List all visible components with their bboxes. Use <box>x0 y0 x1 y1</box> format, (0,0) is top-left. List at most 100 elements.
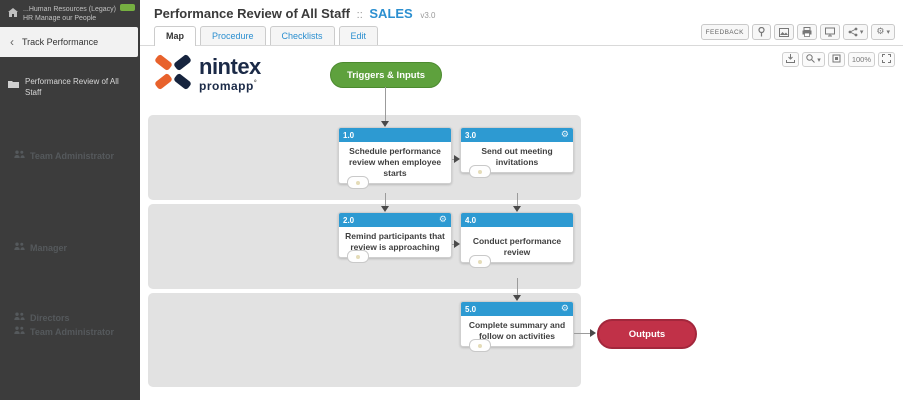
fit-view-button[interactable] <box>827 52 845 67</box>
pin-button[interactable] <box>751 24 771 40</box>
process-title-text: Send out meeting invitations <box>481 146 553 168</box>
fullscreen-button[interactable] <box>878 52 895 67</box>
page-title: Performance Review of All Staff :: SALES… <box>154 6 435 21</box>
settings-button[interactable]: ⚙ ▾ <box>871 24 895 40</box>
connector-1-to-3 <box>452 159 455 160</box>
process-title-text: Conduct performance review <box>472 236 562 258</box>
sidebar-item-performance-review[interactable]: Performance Review of All Staff <box>0 70 140 104</box>
process-number: 5.0 <box>465 304 477 314</box>
process-title: Performance Review of All Staff <box>154 6 351 21</box>
lane-label-1: Team Administrator <box>14 150 114 161</box>
status-badge <box>120 4 135 11</box>
lane-label-2: Manager <box>14 242 67 253</box>
back-chevron-icon: ‹ <box>10 35 14 49</box>
process-title-text: Remind participants that review is appro… <box>345 231 445 253</box>
nintex-x-icon <box>154 53 192 91</box>
header-actions: FEEDBACK ▾ ⚙ ▾ <box>700 24 895 40</box>
magnifier-icon <box>806 54 816 65</box>
process-number: 1.0 <box>343 130 355 140</box>
zoom-mode-button[interactable]: ▾ <box>802 52 825 67</box>
process-box-1[interactable]: 1.0 Schedule performance review when emp… <box>338 127 452 190</box>
gear-icon: ⚙ <box>876 27 885 37</box>
download-icon <box>786 54 796 65</box>
expand-bubble[interactable] <box>347 176 369 190</box>
gear-icon[interactable]: ⚙ <box>438 214 447 225</box>
sidebar-item-track-performance[interactable]: ‹ Track Performance <box>0 27 138 57</box>
logo-sub-wordmark: promapp° <box>199 79 258 93</box>
arrowhead <box>381 121 389 127</box>
fit-view-icon <box>832 54 841 65</box>
connector-3-to-4 <box>517 193 518 206</box>
gear-icon[interactable]: ⚙ <box>560 303 569 314</box>
monitor-button[interactable] <box>819 24 840 40</box>
sidebar-item-label: Track Performance <box>22 37 99 47</box>
expand-bubble[interactable] <box>469 255 491 269</box>
triggers-inputs-node[interactable]: Triggers & Inputs <box>330 62 442 88</box>
tab-map[interactable]: Map <box>154 26 196 46</box>
process-box-3[interactable]: 3.0 ⚙ Send out meeting invitations <box>460 127 574 179</box>
arrowhead <box>454 155 460 163</box>
home-icon <box>8 5 18 24</box>
gear-icon[interactable]: ⚙ <box>560 129 569 140</box>
chevron-down-icon: ▾ <box>817 56 821 64</box>
role-label: Team Administrator <box>30 326 115 337</box>
fullscreen-icon <box>882 54 891 65</box>
role-label: Directors <box>30 312 70 323</box>
sidebar-item-process-group[interactable]: ...Human Resources (Legacy) HR Manage ou… <box>0 0 140 28</box>
feedback-button[interactable]: FEEDBACK <box>700 24 749 40</box>
print-icon <box>802 27 812 37</box>
process-box-header: 3.0 ⚙ <box>461 128 573 142</box>
pin-icon <box>757 27 766 37</box>
process-box-header: 2.0 ⚙ <box>339 213 451 227</box>
arrowhead <box>454 240 460 248</box>
process-title-text: Complete summary and follow on activitie… <box>468 320 566 342</box>
share-button[interactable]: ▾ <box>842 24 869 40</box>
arrowhead <box>590 329 596 337</box>
process-box-2[interactable]: 2.0 ⚙ Remind participants that review is… <box>338 212 452 264</box>
chevron-down-icon: ▾ <box>886 29 890 36</box>
process-number: 2.0 <box>343 215 355 225</box>
process-box-4[interactable]: 4.0 Conduct performance review <box>460 212 574 269</box>
nintex-promapp-logo: nintex promapp° <box>154 53 261 93</box>
expand-bubble[interactable] <box>469 339 491 353</box>
role-label: Team Administrator <box>30 150 115 161</box>
print-button[interactable] <box>796 24 817 40</box>
tab-checklists[interactable]: Checklists <box>269 26 335 45</box>
process-box-header: 5.0 ⚙ <box>461 302 573 316</box>
role-directors: Directors <box>14 312 114 323</box>
process-title-text: Schedule performance review when employe… <box>348 146 442 179</box>
process-tag-link[interactable]: SALES <box>369 6 413 21</box>
process-box-5[interactable]: 5.0 ⚙ Complete summary and follow on act… <box>460 301 574 353</box>
connector-triggers-to-1 <box>385 87 386 121</box>
tab-bar: Map Procedure Checklists Edit <box>154 26 379 46</box>
outputs-node[interactable]: Outputs <box>597 319 697 349</box>
role-team-administrator-2: Team Administrator <box>14 326 114 337</box>
process-group-label: ...Human Resources (Legacy) HR Manage ou… <box>23 6 116 23</box>
sidebar-item-label: Performance Review of All Staff <box>25 77 119 98</box>
connector-1-to-2 <box>385 193 386 206</box>
role-label: Manager <box>30 242 68 253</box>
folder-icon <box>8 76 19 98</box>
tab-edit[interactable]: Edit <box>338 26 379 45</box>
version-label: v3.0 <box>420 11 436 20</box>
process-box-header: 1.0 <box>339 128 451 142</box>
people-icon <box>14 242 25 253</box>
tab-procedure[interactable]: Procedure <box>200 26 266 45</box>
expand-bubble[interactable] <box>347 250 369 264</box>
expand-bubble[interactable] <box>469 165 491 179</box>
zoom-level-button[interactable]: 100% <box>847 52 875 67</box>
monitor-icon <box>824 27 835 37</box>
image-button[interactable] <box>773 24 794 40</box>
logo-wordmark: nintex <box>199 54 261 79</box>
arrowhead <box>513 295 521 301</box>
arrowhead <box>513 206 521 212</box>
arrowhead <box>381 206 389 212</box>
chevron-down-icon: ▾ <box>859 29 864 36</box>
process-box-header: 4.0 <box>461 213 573 227</box>
connector-4-to-5 <box>517 278 518 295</box>
process-number: 4.0 <box>465 215 477 225</box>
lane-label-3: Directors Team Administrator <box>14 312 114 337</box>
export-button[interactable] <box>782 52 800 67</box>
people-icon <box>14 312 25 323</box>
